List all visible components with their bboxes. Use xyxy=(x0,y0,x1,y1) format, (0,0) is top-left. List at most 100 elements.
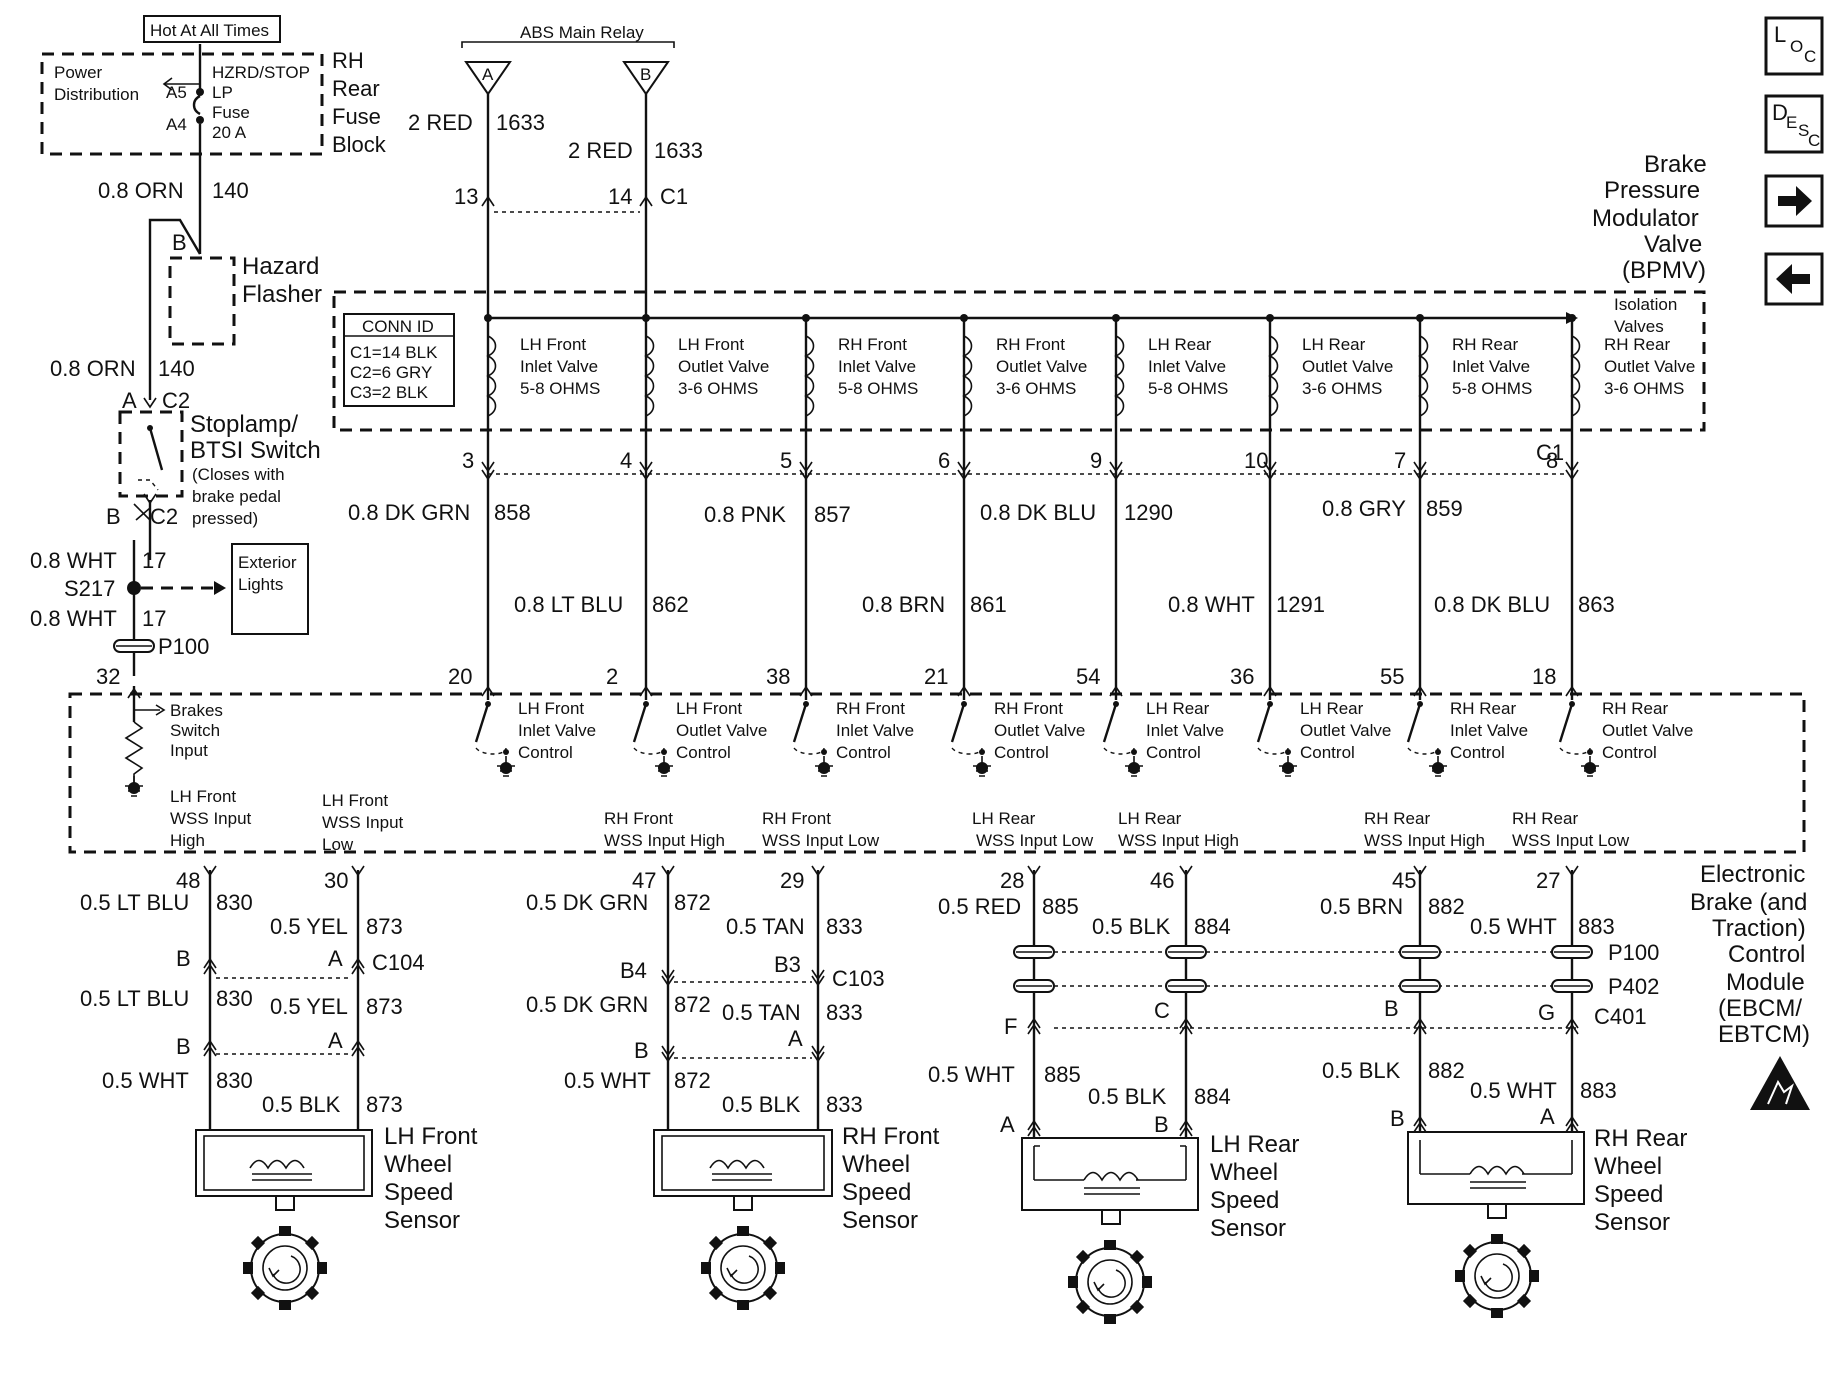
lh-front-wss-label: LH Front xyxy=(384,1123,478,1150)
svg-text:Control: Control xyxy=(1450,743,1505,762)
svg-text:873: 873 xyxy=(366,994,403,1019)
prev-button[interactable] xyxy=(1764,252,1824,306)
wire-color-label: 0.8 PNK xyxy=(704,502,786,527)
svg-text:Rear: Rear xyxy=(332,76,380,101)
svg-text:Distribution: Distribution xyxy=(54,85,139,104)
bpmv-title: Brake xyxy=(1644,151,1707,178)
svg-text:S: S xyxy=(1798,121,1809,140)
svg-text:0.5 WHT: 0.5 WHT xyxy=(102,1068,189,1093)
svg-text:872: 872 xyxy=(674,992,711,1017)
ground-icon xyxy=(972,755,992,777)
svg-text:High: High xyxy=(170,831,205,850)
svg-text:LH Front: LH Front xyxy=(520,335,586,354)
ground-icon xyxy=(1124,755,1144,777)
svg-text:LH Front: LH Front xyxy=(518,699,584,718)
svg-text:RH Front: RH Front xyxy=(836,699,905,718)
svg-text:LH Rear: LH Rear xyxy=(972,809,1036,828)
ground-icon xyxy=(496,755,516,777)
svg-text:Switch: Switch xyxy=(170,721,220,740)
c1-pin: 6 xyxy=(938,448,950,473)
svg-text:Low: Low xyxy=(322,835,354,854)
svg-text:LH Front: LH Front xyxy=(322,791,388,810)
lh-front-sensor-circuit: 0.5 LT BLU 830 0.5 YEL 873 B A C104 0.5 … xyxy=(80,865,478,1311)
fuse-block-label: RH xyxy=(332,48,364,73)
svg-text:LH Front: LH Front xyxy=(676,699,742,718)
svg-text:0.5 BLK: 0.5 BLK xyxy=(1322,1058,1401,1083)
svg-text:Wheel: Wheel xyxy=(842,1151,910,1178)
svg-text:L: L xyxy=(1774,22,1786,47)
c1-pin: 5 xyxy=(780,448,792,473)
svg-text:14: 14 xyxy=(608,184,632,209)
svg-text:RH Rear: RH Rear xyxy=(1512,809,1578,828)
svg-text:Fuse: Fuse xyxy=(212,103,250,122)
svg-text:872: 872 xyxy=(674,890,711,915)
svg-text:0.5 BLK: 0.5 BLK xyxy=(1092,914,1171,939)
svg-text:0.8 ORN: 0.8 ORN xyxy=(50,356,136,381)
ebcm-pin: 21 xyxy=(924,664,948,689)
svg-text:Wheel: Wheel xyxy=(1594,1153,1662,1180)
svg-text:17: 17 xyxy=(142,548,166,573)
svg-text:RH Rear: RH Rear xyxy=(1452,335,1518,354)
svg-text:B: B xyxy=(1390,1106,1405,1131)
svg-text:Sensor: Sensor xyxy=(842,1207,918,1234)
svg-text:Lights: Lights xyxy=(238,575,283,594)
esd-warning-icon xyxy=(1750,1056,1810,1110)
svg-text:1633: 1633 xyxy=(654,138,703,163)
svg-text:Speed: Speed xyxy=(1594,1181,1663,1208)
svg-text:13: 13 xyxy=(454,184,478,209)
svg-text:884: 884 xyxy=(1194,914,1231,939)
svg-text:Outlet Valve: Outlet Valve xyxy=(996,357,1087,376)
svg-text:Outlet Valve: Outlet Valve xyxy=(676,721,767,740)
svg-text:LH Rear: LH Rear xyxy=(1118,809,1182,828)
svg-text:0.5 WHT: 0.5 WHT xyxy=(564,1068,651,1093)
svg-text:B: B xyxy=(1384,996,1399,1021)
svg-text:RH Front: RH Front xyxy=(996,335,1065,354)
svg-text:140: 140 xyxy=(158,356,195,381)
loc-button[interactable]: L O C xyxy=(1764,16,1824,76)
svg-text:0.5 BLK: 0.5 BLK xyxy=(262,1092,341,1117)
svg-text:Module: Module xyxy=(1726,969,1805,996)
wire-circuit-label: 1291 xyxy=(1276,592,1325,617)
svg-text:2 RED: 2 RED xyxy=(408,110,473,135)
svg-text:Valve: Valve xyxy=(1644,231,1702,258)
svg-text:Speed: Speed xyxy=(1210,1187,1279,1214)
svg-text:F: F xyxy=(1004,1014,1017,1039)
svg-text:Traction): Traction) xyxy=(1712,915,1806,942)
next-button[interactable] xyxy=(1764,174,1824,228)
svg-text:872: 872 xyxy=(674,1068,711,1093)
c1-pin: 9 xyxy=(1090,448,1102,473)
svg-text:C401: C401 xyxy=(1594,1004,1647,1029)
svg-text:Sensor: Sensor xyxy=(1210,1215,1286,1242)
svg-text:LH Front: LH Front xyxy=(678,335,744,354)
svg-text:RH Front: RH Front xyxy=(604,809,673,828)
ebcm-title: Electronic xyxy=(1700,861,1805,888)
svg-text:Flasher: Flasher xyxy=(242,281,322,308)
svg-text:Outlet Valve: Outlet Valve xyxy=(1300,721,1391,740)
svg-text:0.8 ORN: 0.8 ORN xyxy=(98,178,184,203)
svg-text:Outlet Valve: Outlet Valve xyxy=(1302,357,1393,376)
svg-text:Speed: Speed xyxy=(842,1179,911,1206)
svg-text:3-6 OHMS: 3-6 OHMS xyxy=(996,379,1076,398)
svg-text:883: 883 xyxy=(1578,914,1615,939)
c1-pin: 8 xyxy=(1546,448,1558,473)
svg-text:C103: C103 xyxy=(832,966,885,991)
bpmv-module: Brake Pressure Modulator Valve (BPMV) CO… xyxy=(332,151,1707,475)
wire-color-label: 0.8 DK BLU xyxy=(980,500,1096,525)
ground-icon xyxy=(1278,755,1298,777)
c1-pin: 7 xyxy=(1394,448,1406,473)
desc-button[interactable]: D E S C xyxy=(1764,94,1824,154)
rh-front-wss-label: RH Front xyxy=(842,1123,940,1150)
svg-text:833: 833 xyxy=(826,1000,863,1025)
svg-text:RH Front: RH Front xyxy=(994,699,1063,718)
svg-text:P100: P100 xyxy=(158,634,209,659)
svg-text:885: 885 xyxy=(1044,1062,1081,1087)
wire-color-label: 0.8 BRN xyxy=(862,592,945,617)
wire-color-label: 0.8 DK GRN xyxy=(348,500,470,525)
svg-text:WSS Input High: WSS Input High xyxy=(604,831,725,850)
